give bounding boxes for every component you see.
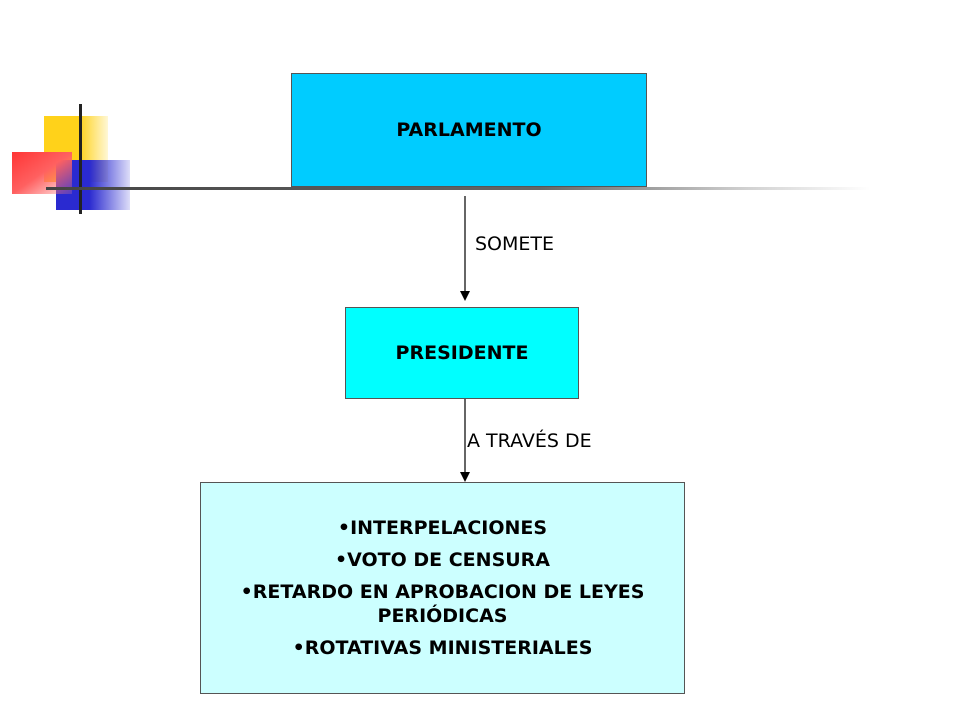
- node-presidente-label: PRESIDENTE: [395, 342, 529, 364]
- arrow-parlamento-to-presidente: [460, 196, 470, 301]
- edge-label-a-traves-de: A TRAVÉS DE: [467, 430, 592, 452]
- decorative-horizontal-line: [46, 187, 870, 190]
- node-parlamento: PARLAMENTO: [291, 73, 647, 187]
- decorative-vertical-line: [79, 104, 82, 214]
- mecanismos-list: INTERPELACIONES VOTO DE CENSURA RETARDO …: [211, 508, 674, 668]
- node-mecanismos: INTERPELACIONES VOTO DE CENSURA RETARDO …: [200, 482, 685, 694]
- edge-label-somete: SOMETE: [475, 233, 555, 255]
- mecanismo-item-interpelaciones: INTERPELACIONES: [211, 516, 674, 540]
- mecanismo-item-rotativas: ROTATIVAS MINISTERIALES: [211, 636, 674, 660]
- mecanismo-item-retardo-leyes: RETARDO EN APROBACION DE LEYES PERIÓDICA…: [211, 580, 674, 628]
- node-parlamento-label: PARLAMENTO: [396, 119, 542, 141]
- node-presidente: PRESIDENTE: [345, 307, 579, 399]
- mecanismo-item-voto-de-censura: VOTO DE CENSURA: [211, 548, 674, 572]
